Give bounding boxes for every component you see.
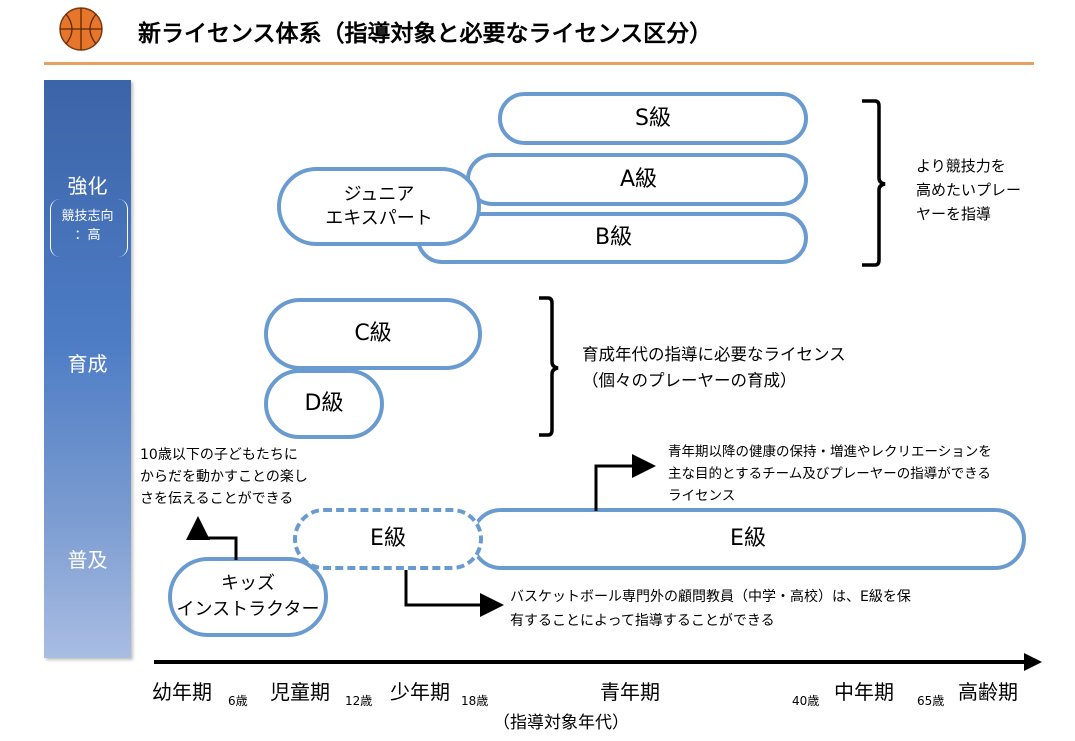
- note-e-2: 主な目的とするチーム及びプレーヤーの指導ができる: [668, 466, 991, 482]
- arrow-kids: [186, 516, 238, 560]
- age-6: 6歳: [228, 694, 248, 708]
- stage-adolescent: 青年期: [600, 680, 660, 704]
- note-teacher-1: バスケットボール専門外の顧問教員（中学・高校）は、E級を保: [510, 589, 911, 605]
- age-12: 12歳: [345, 694, 373, 708]
- title-divider: [44, 62, 1034, 65]
- license-e: E級: [470, 508, 1026, 570]
- license-e-dashed-label: E級: [370, 526, 406, 551]
- sidebar-paren: [50, 199, 128, 257]
- age-40: 40歳: [792, 694, 820, 708]
- age-18: 18歳: [461, 694, 489, 708]
- note-develop-1: 育成年代の指導に必要なライセンス: [582, 345, 846, 364]
- note-strengthen-2: 高めたいプレー: [916, 181, 1022, 199]
- license-s: S級: [498, 92, 808, 145]
- kids-label-2: インストラクター: [176, 599, 320, 620]
- note-e-1: 青年期以降の健康の保持・増進やレクリエーションを: [668, 444, 992, 460]
- note-e-3: ライセンス: [668, 488, 736, 504]
- note-develop-2: （個々のプレーヤーの育成）: [582, 371, 797, 390]
- stage-elderly: 高齢期: [958, 680, 1018, 704]
- axis-caption: （指導対象年代）: [493, 713, 629, 733]
- stage-middle-age: 中年期: [834, 680, 894, 704]
- level-sidebar: [44, 80, 131, 658]
- note-teacher-2: 有することによって指導することができる: [510, 613, 775, 629]
- age-axis-arrowhead: [1024, 653, 1042, 671]
- brace-develop: [539, 296, 559, 437]
- license-e-label: E級: [730, 526, 766, 551]
- note-strengthen-1: より競技力を: [916, 157, 1006, 175]
- arrow-teacher: [404, 570, 504, 617]
- license-junior-expert: ジュニア エキスパート: [277, 167, 481, 246]
- license-e-dashed: E級: [293, 508, 483, 570]
- stage-youth: 少年期: [390, 680, 450, 704]
- note-kids-1: 10歳以下の子どもたちに: [140, 447, 298, 463]
- note-strengthen-3: ヤーを指導: [916, 205, 992, 223]
- license-d-label: D級: [304, 391, 344, 416]
- page-title: 新ライセンス体系（指導対象と必要なライセンス区分）: [138, 21, 713, 47]
- sidebar-sub-2: ：高: [74, 228, 101, 243]
- junior-label-2: エキスパート: [325, 207, 433, 229]
- brace-strengthen: [862, 99, 886, 267]
- kids-label-1: キッズ: [221, 573, 275, 594]
- stage-child: 児童期: [270, 680, 330, 704]
- license-a-label: A級: [620, 166, 658, 192]
- sidebar-sub-1: 競技志向: [61, 209, 114, 224]
- junior-label-1: ジュニア: [343, 183, 415, 205]
- license-b-label: B級: [595, 225, 633, 250]
- license-c-label: C級: [354, 321, 392, 346]
- license-d: D級: [264, 369, 384, 439]
- basketball-icon: [59, 7, 103, 51]
- sidebar-label-strengthen: 強化: [67, 174, 108, 198]
- license-s-label: S級: [635, 105, 671, 131]
- sidebar-label-develop: 育成: [67, 352, 108, 376]
- stage-infant: 幼年期: [152, 680, 212, 704]
- note-kids-2: からだを動かすことの楽し: [140, 469, 308, 485]
- note-kids-3: さを伝えることができる: [140, 491, 294, 507]
- sidebar-label-spread: 普及: [67, 548, 108, 572]
- license-c: C級: [264, 298, 482, 370]
- age-65: 65歳: [917, 694, 945, 708]
- arrow-e: [594, 454, 656, 511]
- license-kids-instructor: キッズ インストラクター: [168, 557, 328, 637]
